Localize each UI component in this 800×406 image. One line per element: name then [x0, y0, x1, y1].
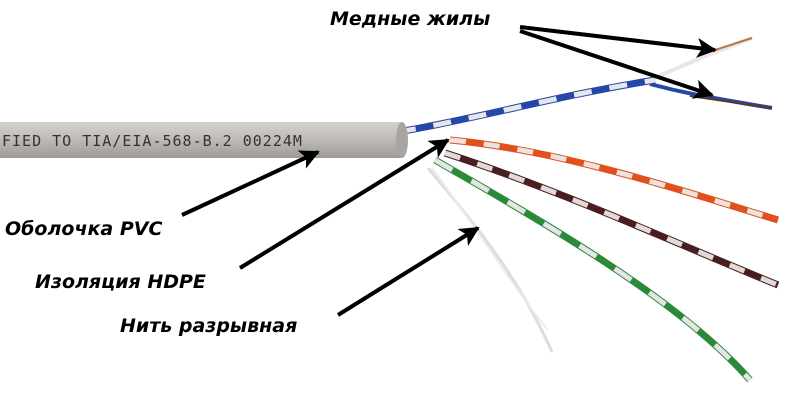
arrow-insulation [238, 138, 450, 270]
green-pair [433, 156, 753, 383]
rip-cord [426, 167, 554, 353]
arrow-jacket [181, 150, 320, 217]
annotation-arrows [181, 25, 717, 317]
orange-pair [449, 136, 780, 224]
arrow-copper-1 [519, 25, 717, 58]
label-copper-conductors: Медные жилы [330, 8, 491, 30]
pvc-jacket: FIED TO TIA/EIA-568-B.2 00224M [0, 122, 408, 158]
label-rip-cord: Нить разрывная [120, 315, 298, 337]
cable-print-text: FIED TO TIA/EIA-568-B.2 00224M [2, 132, 303, 150]
label-hdpe-insulation: Изоляция HDPE [35, 271, 206, 293]
arrow-ripcord [336, 226, 480, 317]
arrow-copper-2 [519, 29, 714, 99]
brown-pair [443, 149, 780, 289]
label-pvc-jacket: Оболочка PVC [5, 218, 163, 240]
blue-pair [397, 76, 656, 136]
